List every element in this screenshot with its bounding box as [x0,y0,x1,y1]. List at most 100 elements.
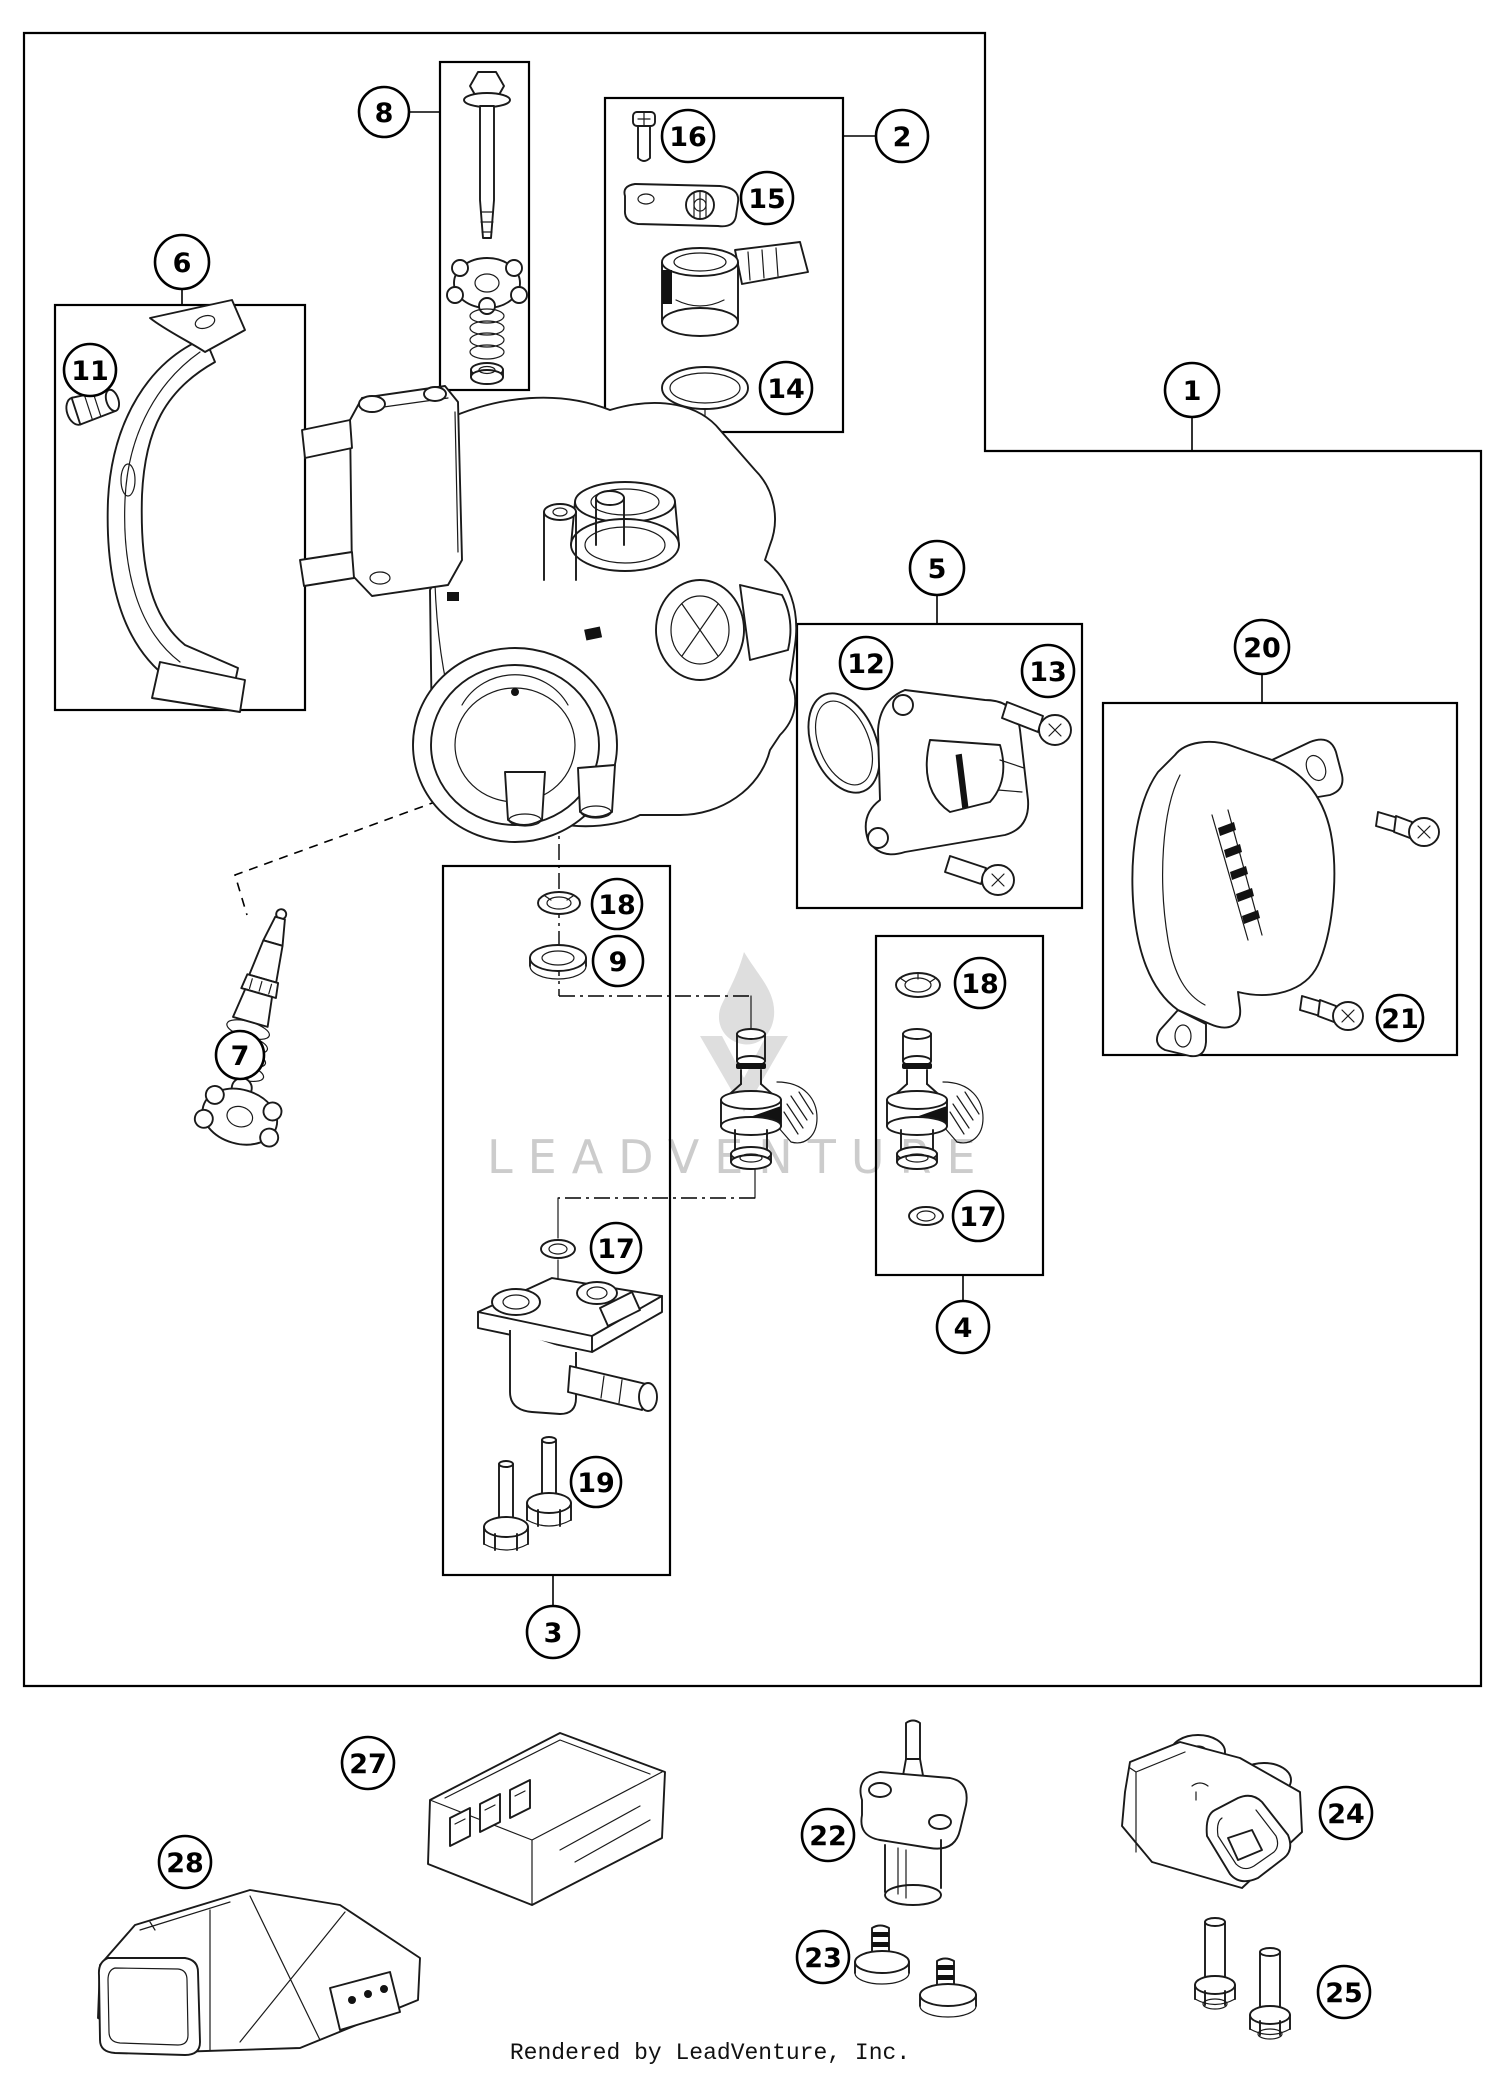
part-clamp-6 [65,299,246,713]
callout-6: 6 [153,233,211,291]
svg-text:27: 27 [349,1749,387,1780]
svg-text:13: 13 [1029,657,1067,688]
svg-text:19: 19 [577,1468,615,1499]
svg-text:6: 6 [173,248,192,279]
bolt-25a [1194,1917,1236,2010]
callout-5: 5 [908,539,966,597]
callout-17: 17 [951,1189,1005,1243]
svg-text:14: 14 [767,374,805,405]
callout-24: 24 [1318,1785,1374,1841]
callout-7: 7 [214,1029,266,1081]
washer-18a [537,891,581,915]
part-sensor-22 [859,1719,968,1906]
o-ring-14 [661,366,749,410]
group-box-20 [1101,701,1459,1057]
leader-lines [181,111,1263,1606]
screw-16 [632,111,656,162]
screw-21a [1375,811,1440,847]
mount-flange [349,385,463,597]
group-box-8 [438,60,531,392]
group-box-6 [53,303,307,712]
svg-text:28: 28 [166,1848,204,1879]
part-screws-23 [854,1924,977,2018]
svg-text:17: 17 [597,1234,635,1265]
svg-text:5: 5 [928,554,947,585]
part-stop-screw-8 [446,71,528,385]
callout-18: 18 [590,877,644,931]
callout-2: 2 [874,108,930,164]
part-group-4 [886,972,984,1226]
part-connector-24 [1121,1734,1303,1889]
svg-text:24: 24 [1327,1799,1365,1830]
callout-17: 17 [589,1221,643,1275]
svg-text:11: 11 [71,356,109,387]
callout-22: 22 [800,1807,856,1863]
washer-9 [529,944,587,980]
callout-15: 15 [739,170,795,226]
part-group-5 [807,689,1072,896]
callout-28: 28 [157,1834,213,1890]
callout-1: 1 [1163,361,1221,419]
part-bolts-25 [1194,1917,1291,2040]
callout-23: 23 [795,1929,851,1985]
svg-text:3: 3 [544,1618,563,1649]
svg-text:12: 12 [847,649,885,680]
callout-13: 13 [1020,643,1076,699]
group-box-3 [441,864,672,1577]
svg-text:17: 17 [959,1202,997,1233]
screw-13a [1001,701,1072,746]
bolt-25b [1249,1947,1291,2040]
svg-text:18: 18 [598,890,636,921]
svg-text:4: 4 [954,1313,973,1344]
callout-21: 21 [1375,993,1425,1043]
screw-23b [919,1957,977,2018]
tps-sensor [864,689,1030,856]
part-cover-20 [1131,738,1440,1058]
callout-4: 4 [935,1299,991,1355]
callout-11: 11 [62,342,118,398]
part-ecu-27 [427,1732,666,1906]
callout-9: 9 [591,934,645,988]
callout-25: 25 [1316,1964,1372,2020]
part-group-2 [623,111,809,410]
screw-19a [483,1460,529,1551]
group-box-1-outline [22,31,1483,1688]
callout-19: 19 [569,1455,623,1509]
svg-text:20: 20 [1243,633,1281,664]
svg-text:7: 7 [231,1041,250,1072]
svg-text:8: 8 [375,98,394,129]
washer-18b [895,972,941,998]
part-group-3 [477,891,663,1551]
svg-text:21: 21 [1381,1004,1419,1035]
footer-credit: Rendered by LeadVenture, Inc. [509,2040,911,2066]
callout-18: 18 [953,956,1007,1010]
part-idle-adjuster-7 [193,908,288,1148]
group-box-4 [874,934,1045,1277]
screw-19b [526,1436,572,1527]
o-ring-12 [807,692,881,794]
sensor-2 [661,241,809,337]
svg-text:16: 16 [669,122,707,153]
washer-17a [540,1239,576,1259]
group-box-5 [795,622,1084,910]
svg-text:1: 1 [1183,376,1202,407]
svg-text:25: 25 [1325,1978,1363,2009]
callout-20: 20 [1233,618,1291,676]
fuel-joint [477,1277,663,1415]
watermark: LEADVENTURE [487,952,976,1184]
svg-text:2: 2 [893,122,912,153]
throttle-body-drawing [299,385,798,843]
group-box-2 [603,96,845,434]
screw-13b [944,855,1015,896]
svg-text:18: 18 [961,969,999,1000]
screw-21b [1299,995,1364,1031]
svg-text:9: 9 [609,947,628,978]
callout-3: 3 [525,1604,581,1660]
callout-12: 12 [838,635,894,691]
callout-14: 14 [758,360,814,416]
svg-text:22: 22 [809,1821,847,1852]
callout-8: 8 [357,85,411,139]
screw-23a [854,1924,910,1985]
